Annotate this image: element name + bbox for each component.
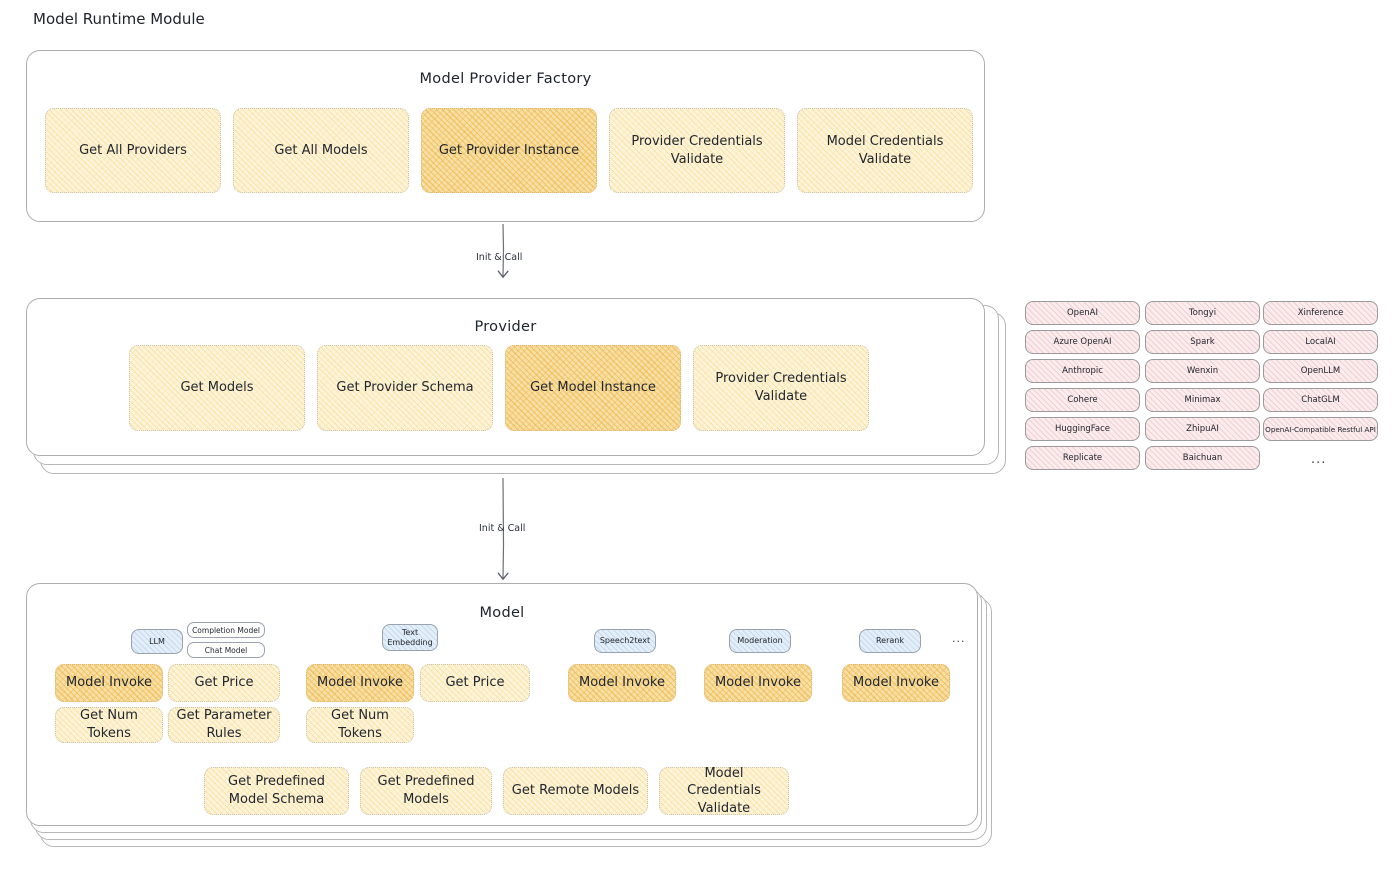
model-provider-factory-card: Model Provider Factory Get All Providers… <box>26 50 985 222</box>
node-moderation-model-invoke[interactable]: Model Invoke <box>704 664 812 702</box>
node-speech2text-model-invoke[interactable]: Model Invoke <box>568 664 676 702</box>
node-llm-get-price[interactable]: Get Price <box>168 664 280 702</box>
node-get-predefined-models[interactable]: Get Predefined Models <box>360 767 492 815</box>
model-type-chip-llm[interactable]: LLM <box>131 629 183 654</box>
node-rerank-model-invoke[interactable]: Model Invoke <box>842 664 950 702</box>
node-get-predefined-model-schema[interactable]: Get Predefined Model Schema <box>204 767 349 815</box>
node-get-all-models[interactable]: Get All Models <box>233 108 409 193</box>
model-type-chip-text-embedding[interactable]: Text Embedding <box>382 624 438 651</box>
node-llm-get-parameter-rules[interactable]: Get Parameter Rules <box>168 707 280 743</box>
edge-label-init-call-1: Init & Call <box>476 252 523 263</box>
node-provider-credentials-validate-2[interactable]: Provider Credentials Validate <box>693 345 869 431</box>
provider-chip-azure-openai[interactable]: Azure OpenAI <box>1025 330 1140 354</box>
provider-chip-chatglm[interactable]: ChatGLM <box>1263 388 1378 412</box>
model-types-more-ellipsis: ... <box>952 632 966 645</box>
edge-label-init-call-2: Init & Call <box>479 523 526 534</box>
provider-chip-baichuan[interactable]: Baichuan <box>1145 446 1260 470</box>
provider-chip-huggingface[interactable]: HuggingFace <box>1025 417 1140 441</box>
provider-card: Provider Get Models Get Provider Schema … <box>26 298 985 456</box>
model-title: Model <box>479 605 525 621</box>
provider-chip-cohere[interactable]: Cohere <box>1025 388 1140 412</box>
provider-chip-openllm[interactable]: OpenLLM <box>1263 359 1378 383</box>
provider-chip-minimax[interactable]: Minimax <box>1145 388 1260 412</box>
provider-chip-xinference[interactable]: Xinference <box>1263 301 1378 325</box>
node-provider-credentials-validate[interactable]: Provider Credentials Validate <box>609 108 785 193</box>
node-get-provider-instance[interactable]: Get Provider Instance <box>421 108 597 193</box>
model-type-chip-rerank[interactable]: Rerank <box>859 629 921 653</box>
provider-chip-tongyi[interactable]: Tongyi <box>1145 301 1260 325</box>
provider-chip-replicate[interactable]: Replicate <box>1025 446 1140 470</box>
node-get-provider-schema[interactable]: Get Provider Schema <box>317 345 493 431</box>
provider-chip-openai-compatible-restful-api[interactable]: OpenAI-Compatible Restful API <box>1263 417 1378 441</box>
model-provider-factory-title: Model Provider Factory <box>419 71 592 87</box>
node-get-model-instance[interactable]: Get Model Instance <box>505 345 681 431</box>
provider-chip-openai[interactable]: OpenAI <box>1025 301 1140 325</box>
node-get-models[interactable]: Get Models <box>129 345 305 431</box>
model-subtype-chip-chat-model[interactable]: Chat Model <box>187 642 265 658</box>
provider-title: Provider <box>474 319 537 335</box>
provider-chip-spark[interactable]: Spark <box>1145 330 1260 354</box>
provider-chip-anthropic[interactable]: Anthropic <box>1025 359 1140 383</box>
provider-chip-zhipuai[interactable]: ZhipuAI <box>1145 417 1260 441</box>
node-text-embedding-model-invoke[interactable]: Model Invoke <box>306 664 414 702</box>
model-type-chip-speech2text[interactable]: Speech2text <box>594 629 656 653</box>
node-llm-get-num-tokens[interactable]: Get Num Tokens <box>55 707 163 743</box>
provider-chip-localai[interactable]: LocalAI <box>1263 330 1378 354</box>
node-model-credentials-validate-3[interactable]: Model Credentials Validate <box>659 766 789 816</box>
model-subtype-chip-completion-model[interactable]: Completion Model <box>187 622 265 638</box>
node-model-credentials-validate[interactable]: Model Credentials Validate <box>797 108 973 193</box>
model-type-chip-moderation[interactable]: Moderation <box>729 629 791 653</box>
node-get-all-providers[interactable]: Get All Providers <box>45 108 221 193</box>
page-title: Model Runtime Module <box>33 10 205 28</box>
model-card: Model LLM Completion Model Chat Model Te… <box>26 583 978 826</box>
node-text-embedding-get-num-tokens[interactable]: Get Num Tokens <box>306 707 414 743</box>
node-text-embedding-get-price[interactable]: Get Price <box>420 664 530 702</box>
provider-list-more-ellipsis: ... <box>1311 452 1327 467</box>
provider-chip-wenxin[interactable]: Wenxin <box>1145 359 1260 383</box>
node-get-remote-models[interactable]: Get Remote Models <box>503 767 648 815</box>
node-llm-model-invoke[interactable]: Model Invoke <box>55 664 163 702</box>
